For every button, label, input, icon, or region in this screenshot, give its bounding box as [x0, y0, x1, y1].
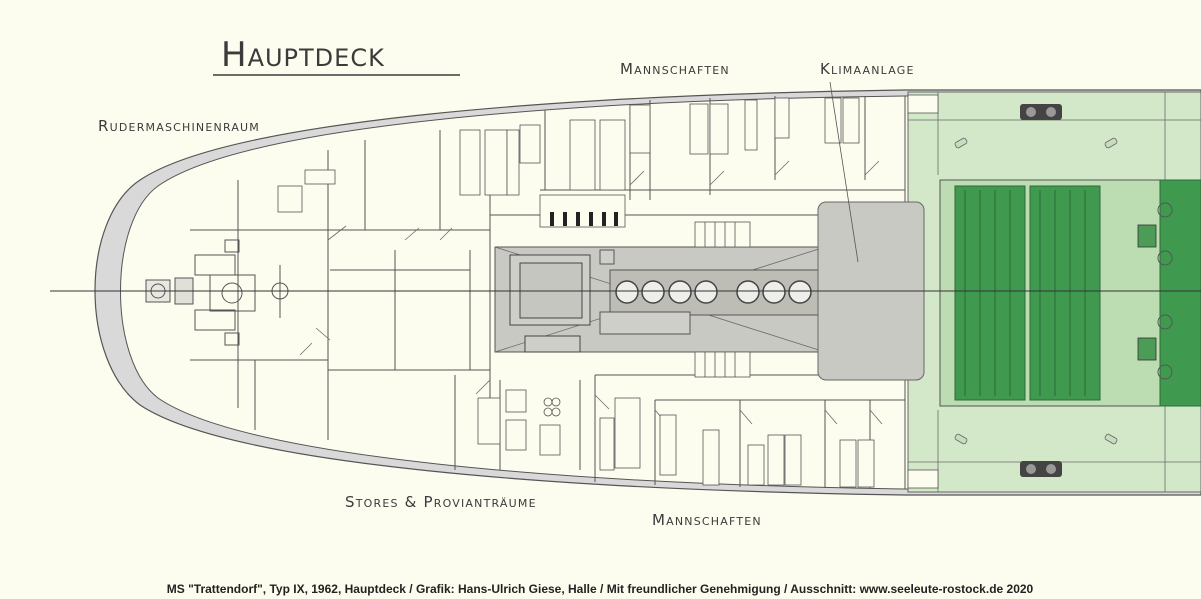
bollard-bottom — [1020, 461, 1062, 477]
cabin-fixtures-top — [277, 97, 860, 213]
ac-leader — [829, 81, 859, 263]
label-crew-bottom: Mannschaften — [652, 511, 762, 529]
label-ac: Klimaanlage — [820, 60, 915, 78]
bollard-top — [1020, 104, 1062, 120]
engine-cylinders — [615, 280, 812, 304]
cabin-fixtures-bottom — [477, 389, 875, 488]
credit-line: MS "Trattendorf", Typ IX, 1962, Hauptdec… — [167, 582, 1034, 596]
cargo-hatch — [939, 179, 1201, 407]
label-stores: Stores & Provianträume — [345, 493, 537, 511]
label-crew-top: Mannschaften — [620, 60, 730, 78]
label-rudder-room: Rudermaschinenraum — [98, 117, 260, 135]
stairs — [539, 94, 939, 489]
page-title: Hauptdeck — [221, 35, 385, 75]
